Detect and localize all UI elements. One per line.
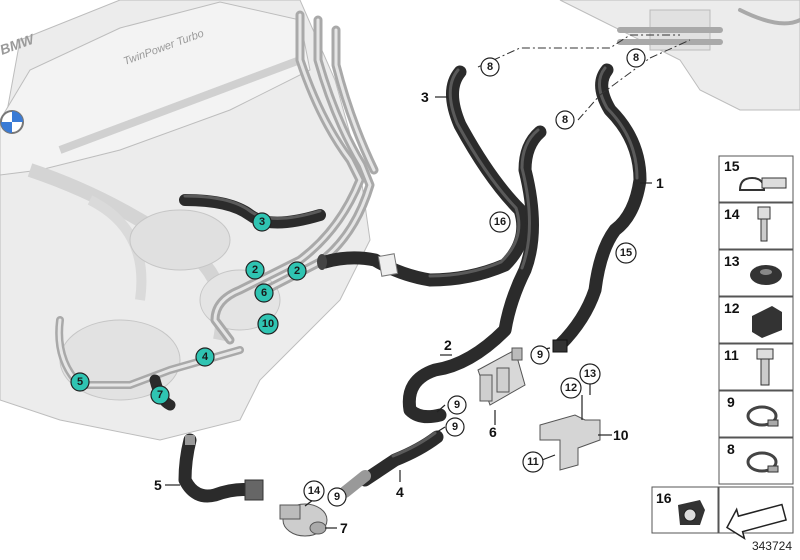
teal-callouts: 3 2 2 6 10 4 5 7: [70, 212, 307, 405]
hose-part-5[interactable]: [178, 433, 264, 503]
teal-callout-10: 10: [262, 318, 274, 330]
label-part-10: 10: [613, 427, 629, 443]
hose-clamp-bracket-icon: [738, 176, 787, 191]
legend-num-8: 8: [727, 441, 735, 457]
label-part-1: 1: [656, 175, 664, 191]
label-part-7: 7: [340, 520, 348, 536]
callout-13: 13: [584, 368, 596, 380]
screw-icon: [757, 206, 771, 242]
label-part-2: 2: [444, 337, 452, 353]
callout-8-b: 8: [633, 52, 639, 64]
hose-part-2[interactable]: [402, 125, 547, 424]
clip-icon: [678, 500, 705, 525]
hose-part-1[interactable]: [552, 63, 647, 353]
callout-16: 16: [494, 216, 506, 228]
callout-9-d: 9: [334, 491, 340, 503]
teal-callout-3: 3: [259, 216, 265, 228]
teal-callout-5: 5: [77, 376, 83, 388]
label-part-5: 5: [154, 477, 162, 493]
rubber-grommet-icon: [750, 265, 782, 285]
teal-callout-7: 7: [157, 389, 163, 401]
label-part-3: 3: [421, 89, 429, 105]
parts-legend: 15 14 13 12 11 9: [651, 155, 794, 541]
legend-num-13: 13: [724, 253, 740, 269]
callout-15: 15: [620, 247, 632, 259]
part-labels: 1 2 3 4 5 6 7 10: [154, 89, 664, 536]
teal-callout-6: 6: [261, 287, 267, 299]
rubber-mount-icon: [752, 306, 782, 338]
legend-num-11: 11: [724, 347, 739, 363]
teal-callout-2-b: 2: [294, 265, 300, 277]
water-valve-part-6[interactable]: [477, 347, 526, 406]
hose-part-4[interactable]: [339, 430, 444, 498]
hex-bolt-icon: [756, 348, 774, 386]
label-part-6: 6: [489, 424, 497, 440]
dashed-reference-lines: [477, 34, 691, 121]
callout-11: 11: [527, 456, 539, 468]
callout-9-a: 9: [537, 349, 543, 361]
legend-num-16: 16: [656, 490, 672, 506]
circled-callouts: 8 8 8 16 15 9 9 9 9 12 13 11 14: [303, 48, 646, 507]
metal-pipes: [55, 10, 379, 389]
label-part-4: 4: [396, 484, 404, 500]
heater-box-illustration: [559, 0, 800, 111]
legend-num-15: 15: [724, 158, 740, 174]
legend-num-12: 12: [724, 300, 740, 316]
hose-part-3[interactable]: [317, 65, 530, 287]
callout-9-b: 9: [454, 399, 460, 411]
teal-callout-4: 4: [202, 351, 209, 363]
assembly-arrow-icon: [725, 503, 787, 541]
part-number: 343724: [752, 539, 792, 553]
callout-12: 12: [565, 382, 577, 394]
water-pump-part-7[interactable]: [279, 503, 328, 537]
hose-clamp-icon: [746, 405, 779, 427]
legend-num-9: 9: [727, 394, 735, 410]
bracket-part-10[interactable]: [539, 414, 601, 471]
callout-8-a: 8: [487, 61, 493, 73]
teal-callout-2-a: 2: [252, 264, 258, 276]
callout-8-c: 8: [562, 114, 568, 126]
callout-9-c: 9: [452, 421, 458, 433]
callout-14: 14: [308, 485, 321, 497]
hose-clamp-icon: [746, 451, 779, 473]
legend-num-14: 14: [724, 206, 740, 222]
